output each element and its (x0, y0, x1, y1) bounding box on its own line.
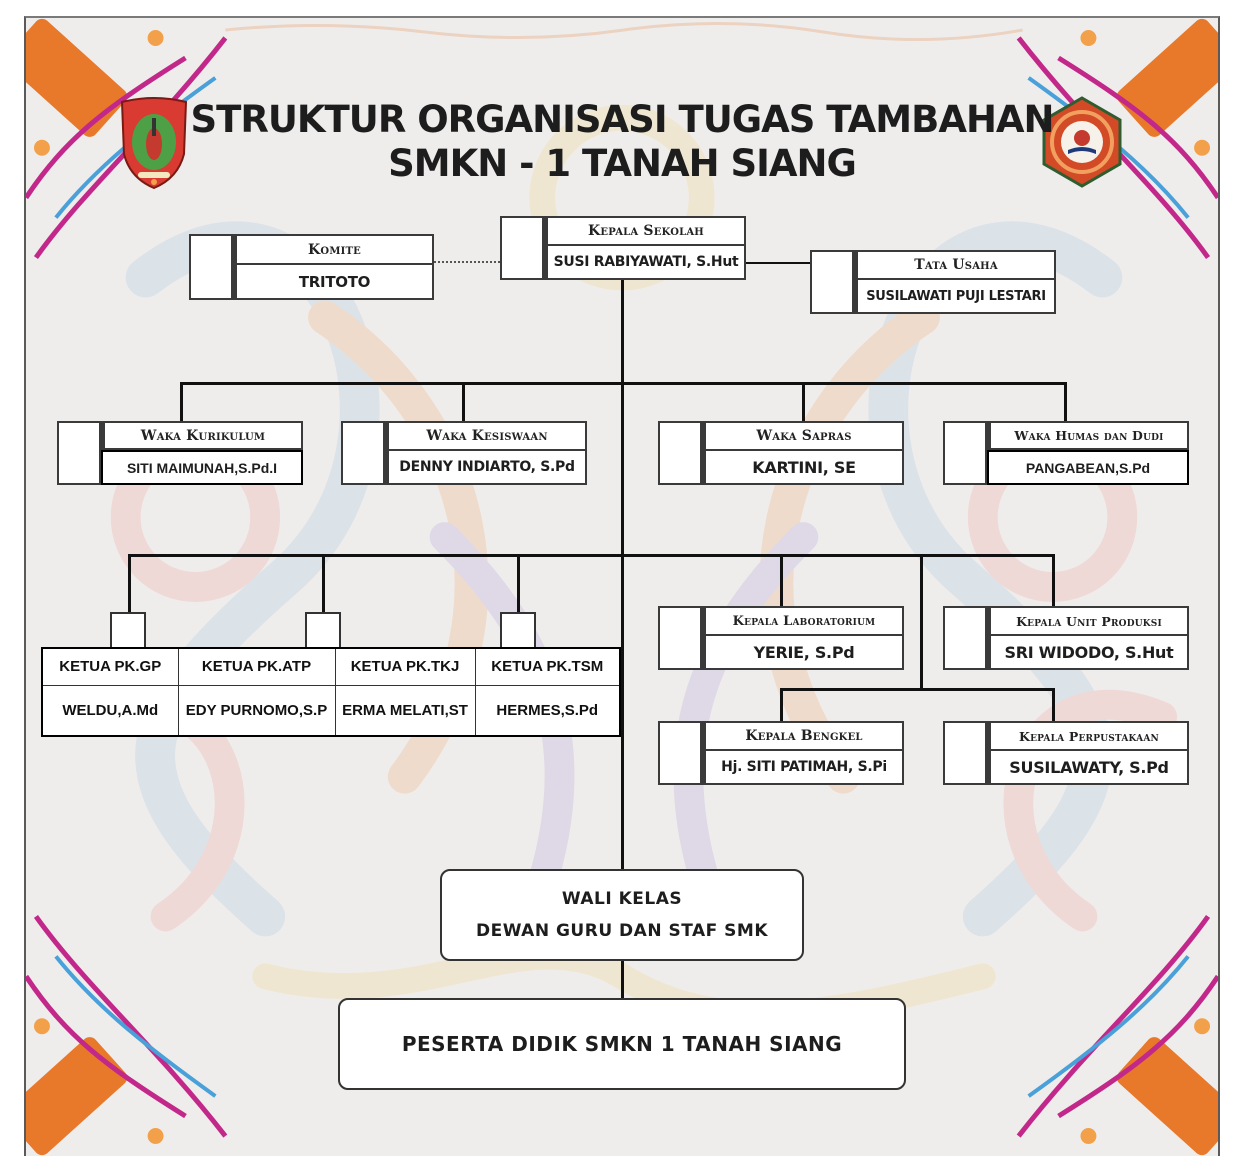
ketua-pk-header-row: KETUA PK.GP KETUA PK.ATP KETUA PK.TKJ KE… (41, 647, 621, 686)
pk-gp-tab (110, 612, 146, 648)
waka-sapras-role: Waka Sapras (706, 423, 902, 452)
tata-usaha-role: Tata Usaha (858, 252, 1054, 281)
waka-kurikulum-role: Waka Kurikulum (105, 423, 301, 451)
ketua-pk-atp-header: KETUA PK.ATP (177, 647, 336, 686)
pk-tkj-tab (500, 612, 536, 648)
kepala-sekolah-photo-placeholder (500, 216, 544, 280)
page-subtitle: SMKN - 1 TANAH SIANG (388, 142, 857, 185)
kepala-sekolah-node: Kepala Sekolah SUSI RABIYAWATI, S.Hut (500, 216, 746, 280)
connector-produksi (1052, 554, 1055, 606)
waka-kurikulum-photo-placeholder (57, 421, 101, 485)
school-emblem-logo (1042, 96, 1122, 188)
connector-pk-atp (322, 554, 325, 612)
ketua-pk-tsm-header: KETUA PK.TSM (474, 647, 621, 686)
connector-perpustakaan (1052, 688, 1055, 722)
connector-lab (780, 554, 783, 606)
kepala-laboratorium-name: YERIE, S.Pd (753, 642, 855, 662)
connector-tata-usaha (744, 262, 810, 264)
dewan-guru-label: DEWAN GURU DAN STAF SMK (475, 921, 769, 941)
corner-ornament-bottom-left (26, 914, 228, 1156)
connector-sub-trunk (920, 554, 923, 690)
ketua-pk-table: KETUA PK.GP KETUA PK.ATP KETUA PK.TKJ KE… (41, 647, 621, 737)
kepala-bengkel-name: Hj. SITI PATIMAH, S.Pi (721, 759, 887, 776)
kepala-perpustakaan-node: Kepala Perpustakaan SUSILAWATY, S.Pd (943, 721, 1189, 785)
kepala-laboratorium-role: Kepala Laboratorium (706, 608, 902, 637)
kepala-unit-produksi-name: SRI WIDODO, S.Hut (1004, 642, 1174, 662)
waka-sapras-name: KARTINI, SE (752, 457, 856, 477)
waka-kesiswaan-photo-placeholder (341, 421, 385, 485)
komite-photo-placeholder (189, 234, 233, 300)
waka-kesiswaan-node: Waka Kesiswaan DENNY INDIARTO, S.Pd (341, 421, 587, 485)
connector-wakil-2 (462, 382, 465, 422)
komite-role: Komite (237, 236, 432, 266)
connector-wakil-1 (180, 382, 183, 422)
connector-pk-tkj (517, 554, 520, 612)
kepala-bengkel-node: Kepala Bengkel Hj. SITI PATIMAH, S.Pi (658, 721, 904, 785)
waka-humas-node: Waka Humas dan Dudi PANGABEAN,S.Pd (943, 421, 1189, 485)
dewan-guru-box: WALI KELAS DEWAN GURU DAN STAF SMK (440, 869, 804, 961)
waka-kurikulum-name: SITI MAIMUNAH,S.Pd.I (101, 450, 303, 485)
province-crest-logo (120, 97, 188, 190)
waka-kesiswaan-name: DENNY INDIARTO, S.Pd (399, 459, 575, 476)
org-chart-poster: STRUKTUR ORGANISASI TUGAS TAMBAHAN SMKN … (24, 16, 1220, 1156)
ketua-pk-gp-name: WELDU,A.Md (41, 684, 179, 737)
kepala-bengkel-role: Kepala Bengkel (706, 723, 902, 752)
waka-sapras-node: Waka Sapras KARTINI, SE (658, 421, 904, 485)
kepala-unit-produksi-role: Kepala Unit Produksi (991, 608, 1187, 637)
wali-kelas-label: WALI KELAS (561, 889, 683, 909)
kepala-laboratorium-node: Kepala Laboratorium YERIE, S.Pd (658, 606, 904, 670)
connector-wakil-4 (1064, 382, 1067, 422)
kepala-laboratorium-photo-placeholder (658, 606, 702, 670)
connector-komite-dotted (434, 261, 500, 263)
ketua-pk-tsm-name: HERMES,S.Pd (474, 684, 621, 737)
peserta-didik-label: PESERTA DIDIK SMKN 1 TANAH SIANG (401, 1032, 843, 1056)
kepala-perpustakaan-role: Kepala Perpustakaan (991, 723, 1187, 752)
ketua-pk-atp-name: EDY PURNOMO,S.P (177, 684, 336, 737)
ketua-pk-gp-header: KETUA PK.GP (41, 647, 179, 686)
waka-humas-role: Waka Humas dan Dudi (991, 423, 1187, 451)
kepala-sekolah-name: SUSI RABIYAWATI, S.Hut (553, 254, 739, 271)
connector-unit-bar (128, 554, 1055, 557)
tata-usaha-node: Tata Usaha SUSILAWATI PUJI LESTARI (810, 250, 1056, 314)
waka-kesiswaan-role: Waka Kesiswaan (389, 423, 585, 452)
waka-humas-name: PANGABEAN,S.Pd (987, 450, 1189, 485)
kepala-bengkel-photo-placeholder (658, 721, 702, 785)
kepala-perpustakaan-photo-placeholder (943, 721, 987, 785)
komite-node: Komite TRITOTO (189, 234, 434, 300)
komite-name: TRITOTO (298, 272, 371, 291)
ketua-pk-name-row: WELDU,A.Md EDY PURNOMO,S.P ERMA MELATI,S… (41, 684, 621, 737)
waka-kurikulum-node: Waka Kurikulum SITI MAIMUNAH,S.Pd.I (57, 421, 303, 485)
waka-sapras-photo-placeholder (658, 421, 702, 485)
kepala-sekolah-role: Kepala Sekolah (548, 218, 744, 247)
pk-atp-tab (305, 612, 341, 648)
kepala-perpustakaan-name: SUSILAWATY, S.Pd (1009, 757, 1169, 777)
page-title: STRUKTUR ORGANISASI TUGAS TAMBAHAN (190, 98, 1054, 141)
connector-pk-gp (128, 554, 131, 612)
waka-humas-photo-placeholder (943, 421, 987, 485)
connector-main-trunk (621, 278, 624, 870)
connector-wakil-bar (180, 382, 1067, 385)
tata-usaha-photo-placeholder (810, 250, 854, 314)
tata-usaha-name: SUSILAWATI PUJI LESTARI (866, 288, 1046, 304)
connector-bengkel-bar (780, 688, 1055, 691)
kepala-unit-produksi-node: Kepala Unit Produksi SRI WIDODO, S.Hut (943, 606, 1189, 670)
connector-guru-peserta (621, 948, 624, 1002)
corner-ornament-bottom-right (1016, 914, 1218, 1156)
peserta-didik-box: PESERTA DIDIK SMKN 1 TANAH SIANG (338, 998, 906, 1090)
connector-bengkel (780, 688, 783, 722)
kepala-unit-produksi-photo-placeholder (943, 606, 987, 670)
ketua-pk-tkj-name: ERMA MELATI,ST (334, 684, 476, 737)
connector-wakil-3 (802, 382, 805, 422)
ketua-pk-tkj-header: KETUA PK.TKJ (334, 647, 476, 686)
